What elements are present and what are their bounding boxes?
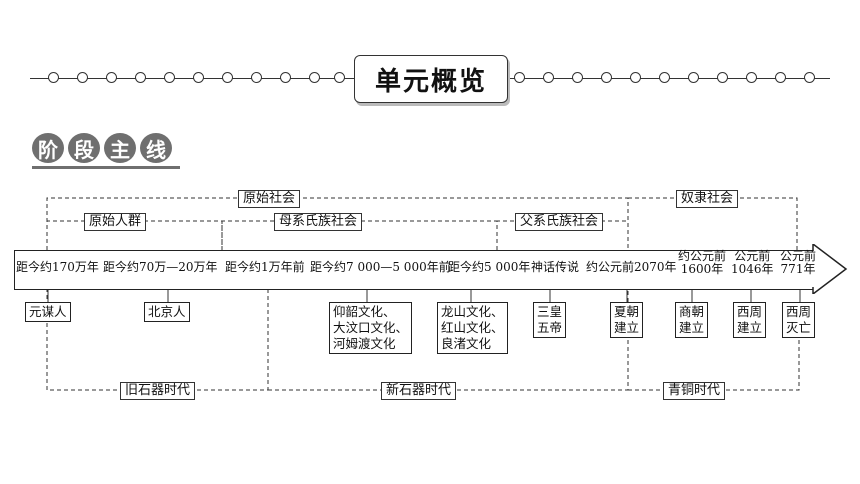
event-box-xizhou-fall: 西周 灭亡 [782,302,816,338]
circle-icon [688,72,699,83]
event-line: 西周 [786,304,812,319]
event-line: 夏朝 [614,304,640,319]
event-line: 河姆渡文化 [333,336,396,351]
event-line: 良渚文化 [441,336,492,351]
timeline-label-line: 1046年 [731,262,774,276]
page-title: 单元概览 [354,55,508,103]
event-line: 五帝 [537,320,563,335]
circle-icon [514,72,525,83]
circle-icon [746,72,757,83]
event-box-yuanmou: 元谋人 [25,302,71,322]
timeline-label: 神话传说 [531,260,580,274]
timeline-arrow-body [14,250,815,290]
timeline-label: 距今约5 000年 [448,260,531,274]
label-patrilineal: 父系氏族社会 [515,213,604,231]
event-box-sanhuang: 三皇 五帝 [533,302,567,338]
timeline-label: 距今约7 000—5 000年前 [310,260,451,274]
circle-icon [775,72,786,83]
timeline-label: 距今约170万年 [16,260,99,274]
timeline-label: 公元前 1046年 [731,250,774,276]
circle-icon [717,72,728,83]
event-line: 大汶口文化、 [333,320,409,335]
label-primitive-herd: 原始人群 [84,213,147,231]
bracket-primitive-society [46,197,629,250]
circle-icon [804,72,815,83]
circle-icon [222,72,233,83]
event-box-xizhou-founded: 西周 建立 [733,302,767,338]
circle-icon [135,72,146,83]
circle-icon [630,72,641,83]
event-box-yangshao: 仰韶文化、 大汶口文化、 河姆渡文化 [329,302,413,354]
label-paleolithic: 旧石器时代 [120,382,196,400]
event-line: 建立 [737,320,763,335]
section-tag-char: 段 [68,133,100,163]
timeline-label: 距今约70万—20万年 [103,260,218,274]
circle-icon [543,72,554,83]
circle-icon [309,72,320,83]
circle-icon [48,72,59,83]
event-line: 红山文化、 [441,320,504,335]
timeline-label: 约公元前 1600年 [678,250,726,276]
header-line-left [30,78,354,79]
circle-icon [251,72,262,83]
timeline-label-line: 公元前 [780,249,817,263]
circle-icon [193,72,204,83]
timeline-label: 距今约1万年前 [225,260,305,274]
timeline-label: 约公元前2070年 [586,260,677,274]
event-line: 商朝 [679,304,705,319]
circle-icon [280,72,291,83]
label-bronze-age: 青铜时代 [663,382,726,400]
section-tag: 阶 段 主 线 [32,133,172,163]
circle-icon [106,72,117,83]
section-underline [32,166,180,169]
event-line: 三皇 [537,304,563,319]
bracket-matrilineal [221,220,497,250]
label-slave-society: 奴隶社会 [676,190,739,208]
event-box-beijing: 北京人 [144,302,190,322]
timeline-label-line: 约公元前 [678,249,727,263]
circle-icon [572,72,583,83]
event-line: 龙山文化、 [441,304,504,319]
event-line: 建立 [679,320,705,335]
event-line: 西周 [737,304,763,319]
section-tag-char: 线 [140,133,172,163]
event-line: 建立 [614,320,640,335]
timeline-label-line: 771年 [780,262,816,276]
event-line: 灭亡 [786,320,812,335]
circle-icon [601,72,612,83]
section-tag-char: 主 [104,133,136,163]
event-box-xia: 夏朝 建立 [610,302,644,338]
bracket-patrilineal [496,220,628,250]
event-box-longshan: 龙山文化、 红山文化、 良渚文化 [437,302,508,354]
circle-icon [334,72,345,83]
timeline-label: 公元前 771年 [780,250,816,276]
label-primitive-society: 原始社会 [238,190,301,208]
event-line: 仰韶文化、 [333,304,396,319]
circle-icon [659,72,670,83]
event-box-shang: 商朝 建立 [675,302,709,338]
section-tag-char: 阶 [32,133,64,163]
label-neolithic: 新石器时代 [381,382,457,400]
label-matrilineal: 母系氏族社会 [274,213,363,231]
circle-icon [77,72,88,83]
circle-icon [164,72,175,83]
timeline-label-line: 公元前 [734,249,771,263]
timeline-label-line: 1600年 [680,262,724,276]
arrow-right-icon [812,244,848,294]
